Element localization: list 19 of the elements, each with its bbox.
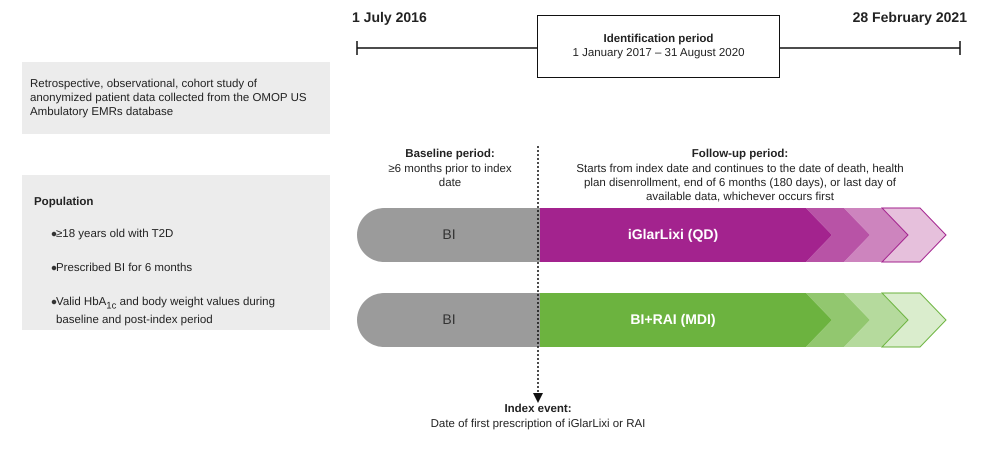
date-label: 28 February 2021 bbox=[852, 10, 967, 24]
dotted-arrow bbox=[533, 146, 543, 403]
event-description: Date of first prescription of iGlarLixi or RAI bbox=[430, 417, 646, 431]
study-description: Retrospective, observational, cohort study of anonymized patient data collected from the OMOP US Ambulatory EMRs database bbox=[30, 77, 308, 119]
period-box bbox=[537, 15, 780, 78]
panel-heading: Population bbox=[34, 195, 94, 209]
period-heading: Follow-up period: bbox=[690, 147, 790, 161]
bar-label: BI bbox=[441, 227, 457, 241]
bar-label: BI bbox=[441, 312, 457, 326]
event-heading: Index event: bbox=[503, 402, 573, 416]
box-heading: Identification period bbox=[602, 32, 714, 46]
period-description: Starts from index date and continues to the date of death, health plan disenrollment, end of 6 months (180 days), or last day of available data, whichever occurs first bbox=[575, 162, 905, 204]
date-label: 1 July 2016 bbox=[352, 10, 427, 24]
period-description: ≥6 months prior to index date bbox=[387, 162, 513, 190]
bar-label: iGlarLixi (QD) bbox=[626, 227, 720, 241]
date-range: 1 January 2017 – 31 August 2020 bbox=[571, 46, 746, 60]
bar-label: BI+RAI (MDI) bbox=[629, 312, 717, 326]
info-panel bbox=[22, 175, 330, 330]
period-heading: Baseline period: bbox=[404, 147, 496, 161]
